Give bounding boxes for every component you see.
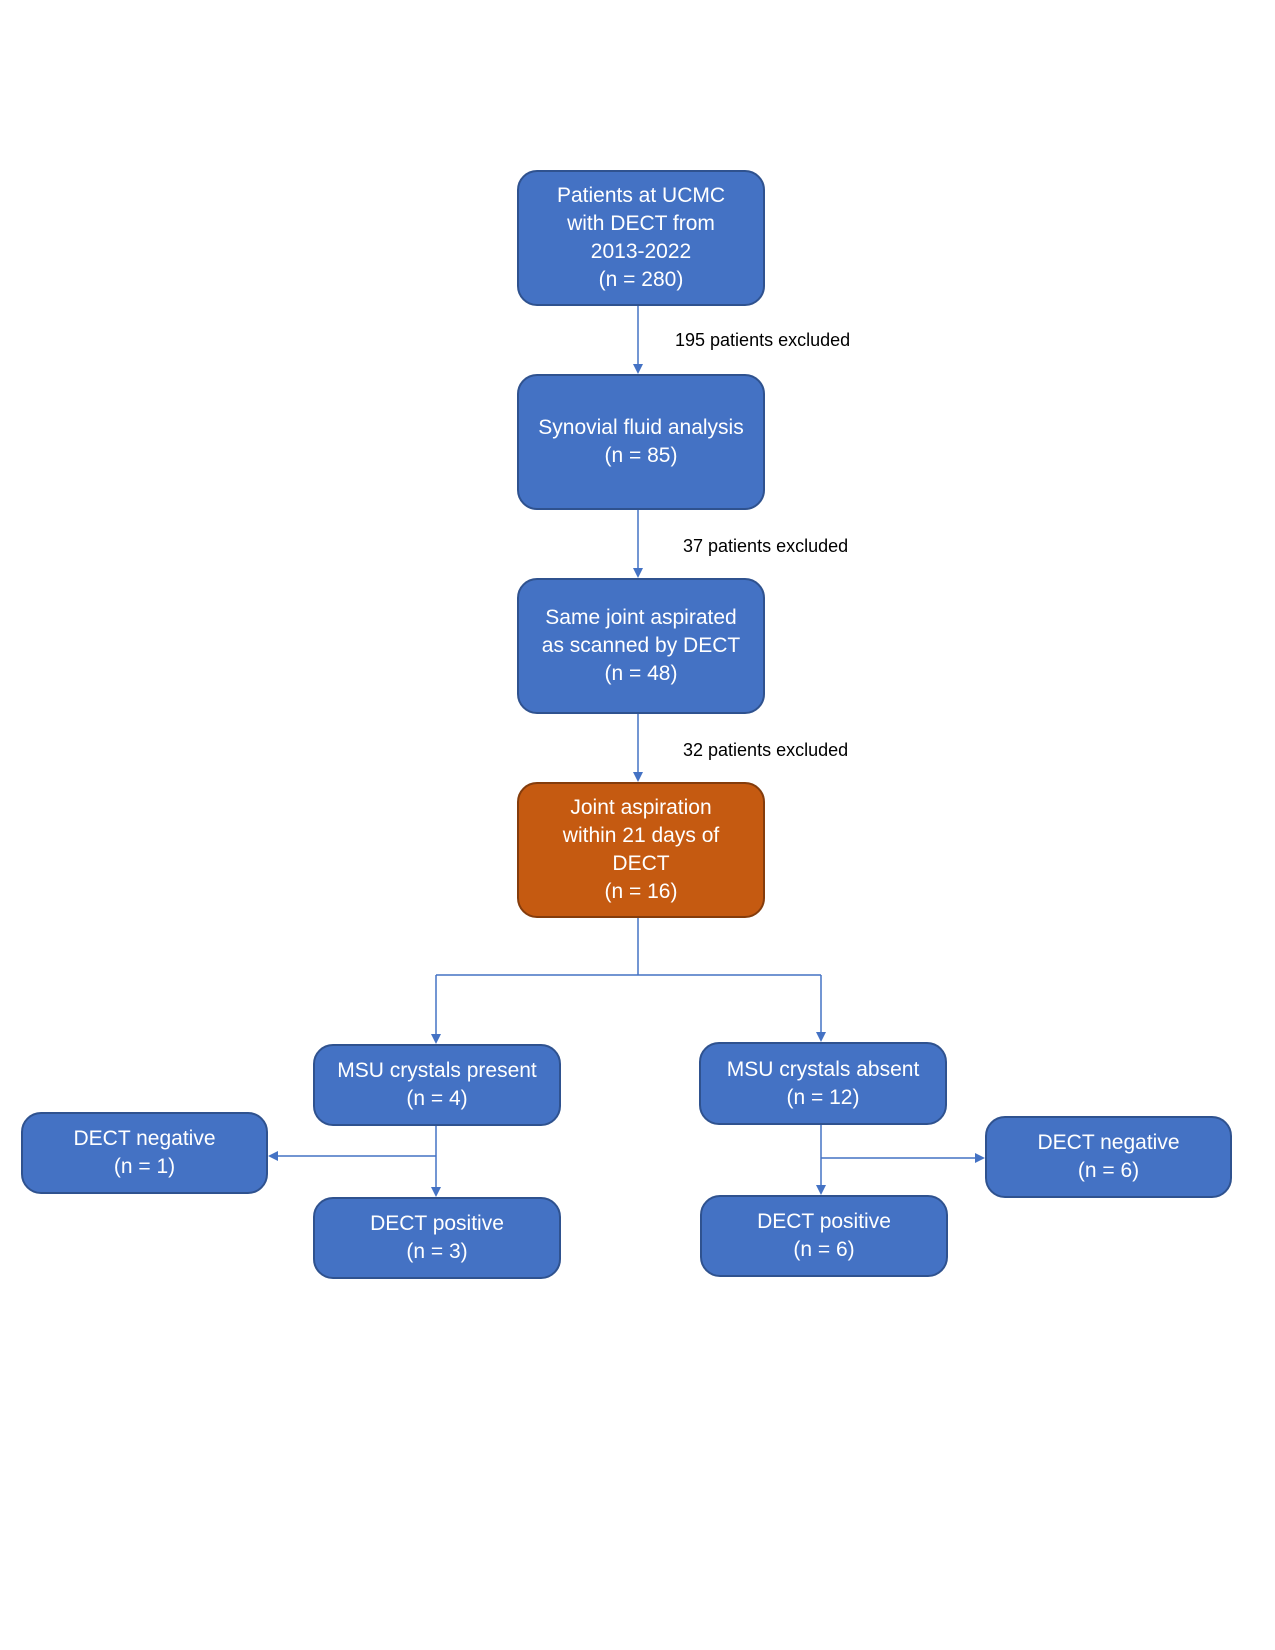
node-text-line: (n = 85) xyxy=(604,444,678,467)
exclusion-note-195: 195 patients excluded xyxy=(675,330,851,350)
node-text-line: (n = 48) xyxy=(604,662,678,685)
patients-box: Patients at UCMC with DECT from 2013-2022 (… xyxy=(517,170,765,306)
node-text-line: DECT xyxy=(612,852,670,875)
node-text-line: (n = 3) xyxy=(406,1240,468,1263)
node-text-line: DECT positive xyxy=(757,1210,891,1233)
node-text-line: with DECT from xyxy=(567,212,715,235)
node-text-line: DECT positive xyxy=(370,1212,504,1235)
node-text-line: DECT negative xyxy=(73,1127,216,1150)
same-joint-box: Same joint aspirated as scanned by DECT (n… xyxy=(517,578,765,714)
node-text-line: (n = 280) xyxy=(598,268,684,291)
node-text-line: Synovial fluid analysis xyxy=(538,416,744,439)
node-text-line: (n = 4) xyxy=(406,1087,468,1110)
node-text-line: within 21 days of xyxy=(562,824,720,847)
node-text-line: DECT negative xyxy=(1037,1131,1180,1154)
node-text-line: as scanned by DECT xyxy=(541,634,741,657)
present-dect-positive-box: DECT positive (n = 3) xyxy=(313,1197,561,1279)
node-text-line: Same joint aspirated xyxy=(545,606,737,629)
synovial-fluid-box: Synovial fluid analysis (n = 85) xyxy=(517,374,765,510)
within-21-days-box: Joint aspiration within 21 days of DECT (n … xyxy=(517,782,765,918)
node-text-line: (n = 6) xyxy=(793,1238,855,1261)
exclusion-note-37: 37 patients excluded xyxy=(683,536,849,556)
node-text-line: (n = 1) xyxy=(113,1155,176,1178)
node-text-line: (n = 16) xyxy=(604,880,678,903)
exclusion-note-32: 32 patients excluded xyxy=(683,740,849,760)
msu-present-box: MSU crystals present (n = 4) xyxy=(313,1044,561,1126)
node-text-line: Patients at UCMC xyxy=(556,184,726,207)
absent-dect-negative-box: DECT negative (n = 6) xyxy=(985,1116,1232,1198)
node-text-line: (n = 6) xyxy=(1077,1159,1140,1182)
present-dect-negative-box: DECT negative (n = 1) xyxy=(21,1112,268,1194)
node-text-line: Joint aspiration xyxy=(570,796,712,819)
node-text-line: MSU crystals absent xyxy=(726,1057,920,1081)
msu-absent-box: MSU crystals absent (n = 12) xyxy=(699,1042,947,1125)
node-text-line: 2013-2022 xyxy=(590,240,692,263)
node-text-line: (n = 12) xyxy=(786,1085,860,1109)
absent-dect-positive-box: DECT positive (n = 6) xyxy=(700,1195,948,1277)
node-text-line: MSU crystals present xyxy=(337,1059,537,1082)
